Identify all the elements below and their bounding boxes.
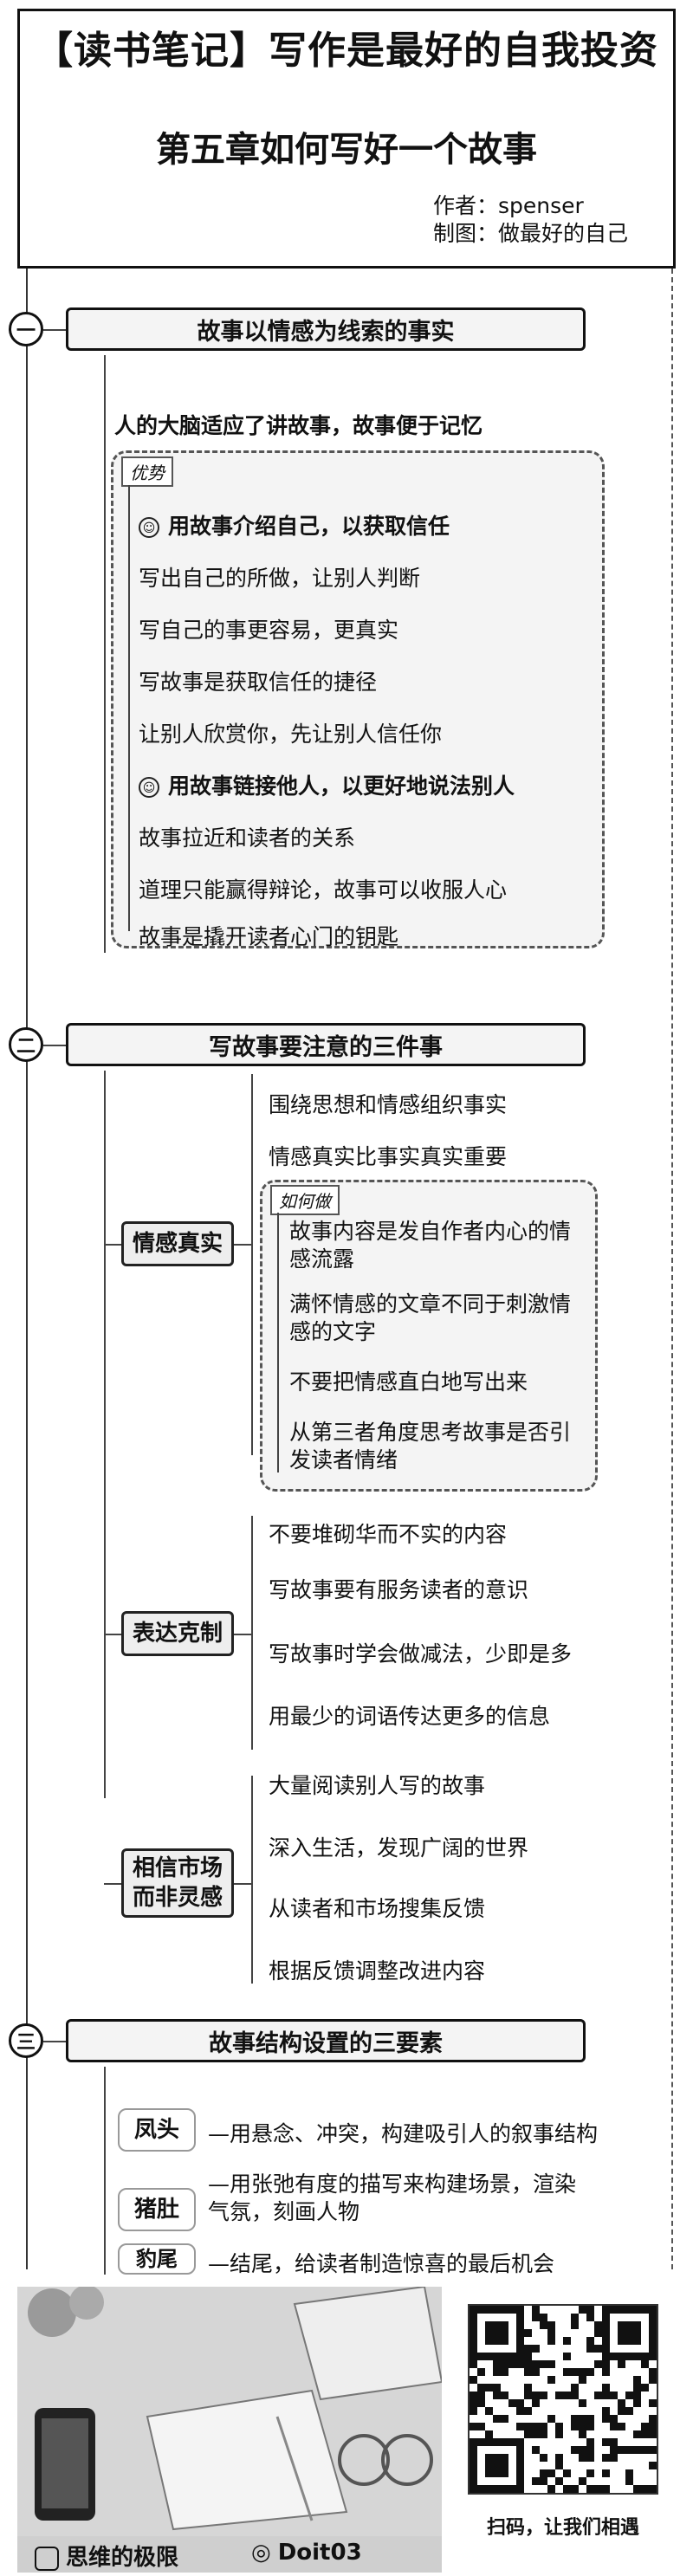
group-item: 围绕思想和情感组织事实 [269,1092,508,1117]
advantages-branch [128,485,130,931]
section-3-title: 故事结构设置的三要素 [66,2019,586,2062]
group-item: 根据反馈调整改进内容 [269,1958,486,1984]
how-to-item: 故事内容是发自作者内心的情感流露 [289,1219,572,1272]
header-box [17,9,676,269]
section-1-branch [104,355,106,953]
how-to-tag: 如何做 [270,1185,340,1215]
section-2-marker: 二 [9,1027,43,1062]
element-body-text: —用张弛有度的描写来构建场景，渲染气氛，刻画人物 [208,2171,577,2224]
group-item: 从读者和市场搜集反馈 [269,1896,486,1921]
connector [104,1634,121,1635]
connector [234,1883,251,1885]
wechat-icon: ◎ [251,2540,271,2566]
connector [234,1244,251,1246]
element-tail-text: —结尾，给读者制造惊喜的最后机会 [208,2251,555,2276]
brand-label: 思维的极限 [35,2540,178,2572]
credits: 作者：spenser 制图：做最好的自己 [433,192,628,248]
group-item: 不要堆砌华而不实的内容 [269,1522,508,1547]
timeline-spine [26,269,28,2269]
connector [234,1634,251,1635]
qr-pattern [470,2306,657,2493]
advantage-item: 写故事是获取信任的捷径 [139,670,378,695]
connector [43,2041,66,2042]
how-to-item: 不要把情感直白地写出来 [289,1369,528,1395]
advantages-box [111,450,605,948]
advantage-item: 写自己的事更容易，更真实 [139,618,399,643]
group-2-branch [251,1516,253,1750]
group-3-branch [251,1776,253,1984]
section-3-marker: 三 [9,2023,43,2058]
advantage-item: ☺用故事介绍自己，以获取信任 [139,509,450,540]
advantage-item: 道理只能赢得辩论，故事可以收服人心 [139,877,508,903]
qr-code [468,2304,658,2495]
brain-icon [35,2546,59,2571]
desk-photo [17,2285,444,2538]
advantage-item: 让别人欣赏你，先让别人信任你 [139,722,443,747]
connector [43,1045,66,1046]
how-to-branch [277,1213,279,1472]
element-tail: 豹尾 [118,2243,196,2275]
advantage-item: 写出自己的所做，让别人判断 [139,566,421,591]
group-emotional-truth: 情感真实 [121,1221,234,1266]
advantage-item: ☺用故事链接他人，以更好地说法别人 [139,769,515,800]
section-2-branch [104,1071,106,1798]
desk-illustration [17,2285,444,2538]
footer-brand-bar [17,2536,442,2573]
group-item: 深入生活，发现广阔的世界 [269,1835,529,1861]
element-head: 凤头 [118,2108,196,2152]
group-item: 用最少的词语传达更多的信息 [269,1704,551,1729]
element-body: 猪肚 [118,2188,196,2231]
maker-line: 制图：做最好的自己 [433,221,629,246]
group-item: 写故事要有服务读者的意识 [269,1577,529,1602]
group-restraint: 表达克制 [121,1611,234,1656]
connector [104,1883,121,1885]
section-1-marker: 一 [9,312,43,346]
group-1-branch [251,1074,253,1455]
advantage-item: 故事是撬开读者心门的钥匙 [139,924,399,949]
connector [43,329,66,331]
smile-icon: ☺ [139,777,159,798]
section-1-title: 故事以情感为线索的事实 [66,307,586,351]
wechat-label: ◎Doit03 [251,2540,362,2566]
group-item: 情感真实比事实真实重要 [269,1144,508,1169]
group-item: 大量阅读别人写的故事 [269,1773,486,1798]
qr-caption: 扫码，让我们相遇 [486,2517,639,2539]
right-border-line [671,269,673,2269]
how-to-item: 从第三者角度思考故事是否引发读者情绪 [289,1420,572,1472]
connector [104,1244,121,1246]
smile-icon: ☺ [139,517,159,538]
group-item: 写故事时学会做减法，少即是多 [269,1641,573,1667]
element-head-text: —用悬念、冲突，构建吸引人的叙事结构 [208,2121,599,2146]
group-trust-market: 相信市场而非灵感 [121,1848,234,1918]
how-to-box [260,1180,598,1492]
chapter-title: 第五章如何写好一个故事 [156,130,537,170]
how-to-item: 满怀情感的文章不同于刺激情感的文字 [289,1291,572,1344]
advantage-item: 故事拉近和读者的关系 [139,825,356,851]
page-title: 【读书笔记】写作是最好的自我投资 [35,29,658,73]
author-line: 作者：spenser [433,193,584,218]
section-1-intro: 人的大脑适应了讲故事，故事便于记忆 [114,413,483,438]
advantages-tag: 优势 [121,456,173,487]
section-2-title: 写故事要注意的三件事 [66,1023,586,1066]
section-3-branch [104,2067,106,2275]
